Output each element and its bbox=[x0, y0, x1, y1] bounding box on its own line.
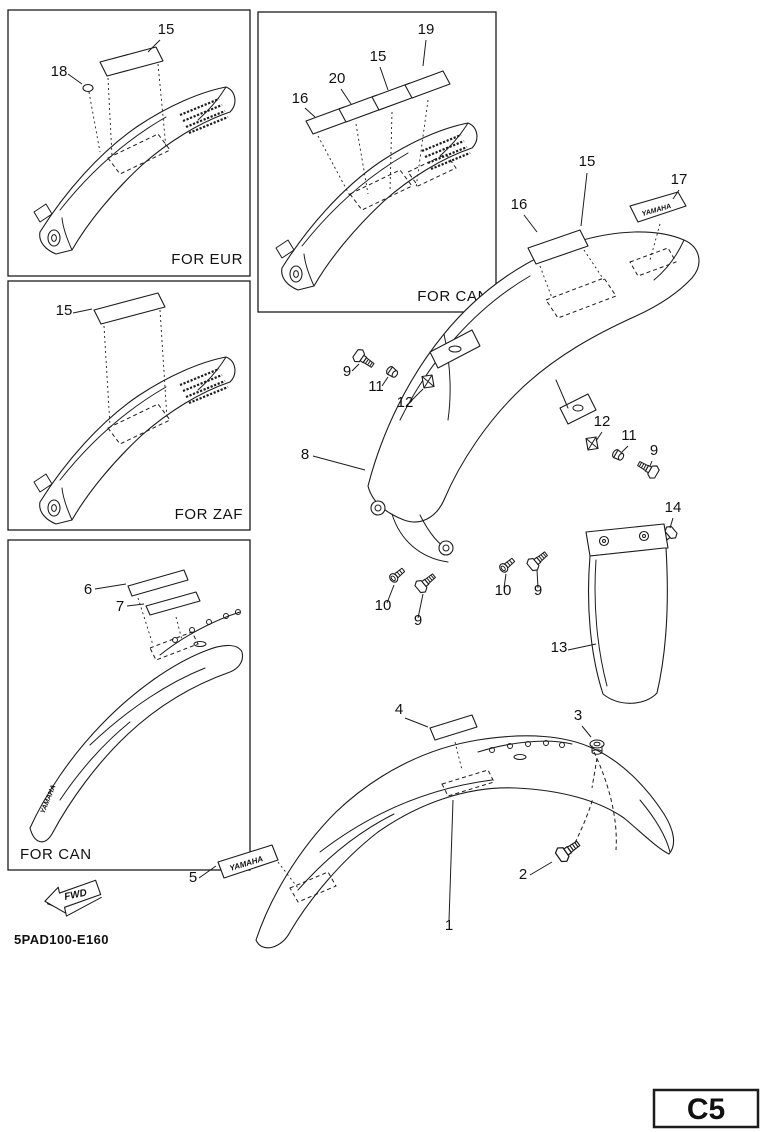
callout-5: 5 bbox=[189, 869, 197, 886]
callout-2: 2 bbox=[519, 866, 527, 883]
placement-rect bbox=[407, 153, 457, 187]
callout-9a: 9 bbox=[343, 363, 351, 380]
front-fender-drawing bbox=[255, 735, 675, 949]
placement-leader bbox=[107, 63, 167, 157]
sticker-shape-15 bbox=[99, 46, 164, 77]
callout-15: 15 bbox=[56, 302, 73, 319]
screw-10-right bbox=[497, 555, 517, 575]
callout-16: 16 bbox=[292, 90, 309, 107]
placement-leader bbox=[317, 99, 429, 197]
callout-9d: 9 bbox=[534, 582, 542, 599]
callout-4: 4 bbox=[395, 701, 403, 718]
nut-12-right bbox=[585, 436, 599, 451]
callout-9c: 9 bbox=[414, 612, 422, 629]
callout-15: 15 bbox=[158, 21, 175, 38]
inset-for-can-front: YAMAHA 6 7 FOR CAN bbox=[7, 539, 251, 871]
fwd-label: FWD bbox=[63, 887, 88, 902]
bolt-9-right bbox=[634, 456, 661, 481]
placement-leader bbox=[88, 91, 101, 153]
callout-1: 1 bbox=[445, 917, 453, 934]
callout-12a: 12 bbox=[397, 394, 414, 411]
callout-3: 3 bbox=[574, 707, 582, 724]
screw-10-left bbox=[387, 565, 407, 585]
rear-fender-drawing bbox=[32, 85, 237, 256]
inset-border bbox=[7, 280, 251, 531]
callout-18: 18 bbox=[51, 63, 68, 80]
rear-fender-drawing bbox=[367, 231, 700, 563]
callout-15: 15 bbox=[579, 153, 596, 170]
inset-for-eur: 15 18 FOR EUR bbox=[7, 9, 251, 277]
sticker-shape-16 bbox=[527, 229, 589, 265]
fwd-arrow-icon: FWD bbox=[44, 879, 102, 917]
sticker-shape-7 bbox=[145, 591, 201, 616]
placement-leader bbox=[137, 597, 183, 646]
callout-12b: 12 bbox=[594, 413, 611, 430]
collar-11-left bbox=[384, 364, 400, 380]
nut-3-drawing bbox=[589, 739, 605, 755]
nut-12-left bbox=[421, 374, 435, 389]
sticker-shape-5-yamaha: YAMAHA bbox=[217, 844, 279, 879]
region-label-for-can: FOR CAN bbox=[20, 846, 92, 863]
callout-14: 14 bbox=[665, 499, 682, 516]
inset-border bbox=[7, 9, 251, 277]
bolt-9-bottom-left bbox=[412, 569, 440, 596]
region-label-for-zaf: FOR ZAF bbox=[175, 506, 243, 523]
callout-11a: 11 bbox=[368, 378, 384, 395]
callout-9b: 9 bbox=[650, 442, 658, 459]
callout-20: 20 bbox=[329, 70, 346, 87]
callout-leaders bbox=[312, 172, 680, 651]
callout-16: 16 bbox=[511, 196, 528, 213]
callout-10a: 10 bbox=[375, 597, 392, 614]
region-label-for-can: FOR CAN bbox=[417, 288, 489, 305]
placement-rect bbox=[629, 247, 677, 277]
inset-for-zaf: 15 FOR ZAF bbox=[7, 280, 251, 531]
callout-6: 6 bbox=[84, 581, 92, 598]
inset-border bbox=[7, 539, 251, 871]
callout-leaders bbox=[67, 39, 161, 85]
inset-border bbox=[257, 11, 497, 313]
sticker-shape-15 bbox=[93, 292, 166, 325]
grommet-shape-18 bbox=[82, 83, 94, 93]
callout-17: 17 bbox=[671, 171, 688, 188]
placement-leader bbox=[539, 223, 661, 299]
region-label-for-eur: FOR EUR bbox=[171, 251, 243, 268]
mount-hidden-line bbox=[574, 757, 598, 844]
callout-15: 15 bbox=[370, 48, 387, 65]
callout-19: 19 bbox=[418, 21, 435, 38]
callout-leaders bbox=[94, 583, 145, 607]
placement-rect bbox=[441, 769, 495, 797]
sticker-shape-17-yamaha: YAMAHA bbox=[629, 191, 687, 223]
diagram-code: 5PAD100-E160 bbox=[14, 932, 109, 947]
page-code-border bbox=[652, 1088, 760, 1129]
callout-8: 8 bbox=[301, 446, 309, 463]
callout-13: 13 bbox=[551, 639, 568, 656]
callout-leaders bbox=[304, 39, 427, 118]
callout-leaders bbox=[198, 717, 592, 922]
bolt-2 bbox=[553, 836, 584, 865]
callout-leaders bbox=[72, 308, 93, 314]
front-fender-assembly: YAMAHA 4 3 5 2 1 bbox=[189, 701, 675, 949]
callout-11b: 11 bbox=[621, 427, 637, 444]
mud-flap-13-drawing bbox=[585, 523, 669, 704]
placement-rect bbox=[289, 871, 337, 903]
inset-for-can-top: 19 15 20 16 FOR CAN bbox=[257, 11, 497, 313]
rear-fender-drawing bbox=[274, 121, 479, 292]
page-code-box: C5 bbox=[652, 1088, 760, 1129]
rear-fender-assembly: YAMAHA 15 16 17 9 11 12 8 12 11 9 10 9 bbox=[301, 153, 700, 704]
front-fender-small-drawing: YAMAHA bbox=[29, 609, 244, 843]
rear-fender-drawing bbox=[32, 355, 237, 526]
bolt-9-bottom-right bbox=[524, 547, 552, 574]
placement-leader bbox=[277, 741, 463, 889]
sticker-shape-19 bbox=[404, 70, 451, 99]
sticker-shape-6 bbox=[127, 569, 189, 597]
callout-7: 7 bbox=[116, 598, 124, 615]
placement-leader bbox=[103, 309, 168, 427]
page-code: C5 bbox=[687, 1093, 725, 1126]
sticker-shape-4 bbox=[429, 714, 478, 741]
callout-10b: 10 bbox=[495, 582, 512, 599]
